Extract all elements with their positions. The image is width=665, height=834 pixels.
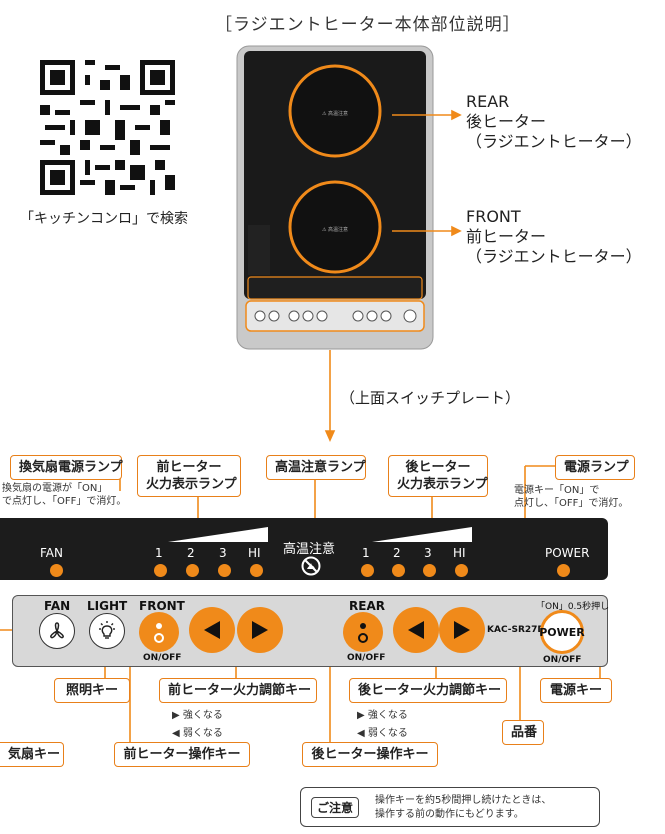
lamp-panel: FAN 1 2 3 HI 高温注意 1 2 3 HI POWER xyxy=(0,518,608,580)
front-level-3-label: 3 xyxy=(219,546,227,560)
front-lamp-callout: 前ヒーター 火力表示ランプ xyxy=(137,455,241,497)
left-arrow-icon xyxy=(408,621,424,639)
rear-stronger-note: ▶ 強くなる xyxy=(357,710,408,721)
front-power-key-callout: 前ヒーター火力調節キー xyxy=(159,678,317,703)
model-callout: 品番 xyxy=(502,720,544,745)
rear-on-off-key[interactable] xyxy=(343,612,383,652)
cooktop-illustration: ⚠ 高温注意 ⚠ 高温注意 xyxy=(236,45,434,350)
rear-level-2-label: 2 xyxy=(393,546,401,560)
qr-code[interactable] xyxy=(40,60,175,195)
power-key-callout: 電源キー xyxy=(540,678,612,703)
hot-lamp-callout: 高温注意ランプ xyxy=(266,455,366,480)
on-off-icon xyxy=(358,623,368,643)
rear-level-2-lamp xyxy=(392,564,405,577)
rear-weaker-note: ◀ 弱くなる xyxy=(357,728,408,739)
fan-key-callout: 気扇キー xyxy=(0,742,64,767)
hot-lamp-label: 高温注意 xyxy=(283,542,336,557)
svg-text:⚠ 高温注意: ⚠ 高温注意 xyxy=(322,110,348,117)
rear-label: REAR 後ヒーター （ラジエントヒーター） xyxy=(466,92,642,151)
fan-key[interactable] xyxy=(39,613,75,649)
rear-level-1-lamp xyxy=(361,564,374,577)
caution-line2: 操作する前の動作にもどります。 xyxy=(375,809,524,820)
front-op-key-callout: 前ヒーター操作キー xyxy=(114,742,250,767)
right-arrow-icon xyxy=(454,621,470,639)
front-key-label: FRONT xyxy=(139,599,185,613)
front-level-1-lamp xyxy=(154,564,167,577)
power-hint: 「ON」0.5秒押し xyxy=(536,602,610,612)
front-level-hi-lamp xyxy=(250,564,263,577)
fan-lamp-note: 換気扇の電源が「ON」 で点灯し、「OFF」で消灯。 xyxy=(2,483,127,507)
left-arrow-icon xyxy=(204,621,220,639)
power-lamp-callout: 電源ランプ xyxy=(555,455,635,480)
hot-warning-icon xyxy=(301,556,321,576)
power-lamp-label: POWER xyxy=(545,546,590,560)
front-on-off-label: ON/OFF xyxy=(143,653,182,663)
front-level-2-lamp xyxy=(186,564,199,577)
qr-caption: 「キッチンコンロ」で検索 xyxy=(20,211,188,227)
right-arrow-icon xyxy=(252,621,268,639)
light-key-callout: 照明キー xyxy=(54,678,130,703)
front-on-off-key[interactable] xyxy=(139,612,179,652)
rear-op-key-callout: 後ヒーター操作キー xyxy=(302,742,438,767)
fan-lamp-callout: 換気扇電源ランプ xyxy=(10,455,123,480)
front-weaker-note: ◀ 弱くなる xyxy=(172,728,223,739)
rear-key-label: REAR xyxy=(349,599,385,613)
rear-level-bar xyxy=(372,527,472,542)
power-key[interactable]: POWER xyxy=(539,610,585,654)
front-level-bar xyxy=(168,527,268,542)
light-key[interactable] xyxy=(89,613,125,649)
fan-key-label: FAN xyxy=(44,599,71,613)
caution-badge: ご注意 xyxy=(311,797,360,818)
front-label: FRONT 前ヒーター （ラジエントヒーター） xyxy=(466,207,642,266)
rear-increase-key[interactable] xyxy=(439,607,485,653)
rear-level-hi-label: HI xyxy=(453,546,466,560)
front-decrease-key[interactable] xyxy=(189,607,235,653)
power-lamp-note: 電源キー「ON」で 点灯し、「OFF」で消灯。 xyxy=(514,485,629,509)
rear-level-3-label: 3 xyxy=(424,546,432,560)
power-on-off-label: ON/OFF xyxy=(543,655,582,665)
rear-decrease-key[interactable] xyxy=(393,607,439,653)
light-bulb-icon xyxy=(99,621,115,639)
switch-plate-caption: （上面スイッチプレート） xyxy=(340,389,521,407)
rear-on-off-label: ON/OFF xyxy=(347,653,386,663)
on-off-icon xyxy=(154,623,164,643)
light-key-label: LIGHT xyxy=(87,599,128,613)
front-increase-key[interactable] xyxy=(237,607,283,653)
front-burner xyxy=(288,180,382,274)
power-lamp xyxy=(557,564,570,577)
front-level-hi-label: HI xyxy=(248,546,261,560)
rear-level-1-label: 1 xyxy=(362,546,370,560)
rear-level-hi-lamp xyxy=(455,564,468,577)
caution-box: ご注意 操作キーを約5秒間押し続けたときは、 操作する前の動作にもどります。 xyxy=(300,787,600,827)
front-stronger-note: ▶ 強くなる xyxy=(172,710,223,721)
fan-lamp xyxy=(50,564,63,577)
front-level-1-label: 1 xyxy=(155,546,163,560)
svg-text:⚠ 高温注意: ⚠ 高温注意 xyxy=(322,226,348,233)
rear-burner xyxy=(288,64,382,158)
key-panel: FAN LIGHT FRONT ON/OFF REAR xyxy=(12,595,610,667)
front-level-2-label: 2 xyxy=(187,546,195,560)
front-level-3-lamp xyxy=(218,564,231,577)
fan-lamp-label: FAN xyxy=(40,546,63,560)
model-number: KAC-SR27DF xyxy=(487,625,552,635)
fan-icon xyxy=(50,622,64,639)
rear-level-3-lamp xyxy=(423,564,436,577)
page-title: ［ラジエントヒーター本体部位説明］ xyxy=(215,15,521,35)
rear-lamp-callout: 後ヒーター 火力表示ランプ xyxy=(388,455,488,497)
caution-line1: 操作キーを約5秒間押し続けたときは、 xyxy=(375,795,552,806)
rear-power-key-callout: 後ヒーター火力調節キー xyxy=(349,678,507,703)
